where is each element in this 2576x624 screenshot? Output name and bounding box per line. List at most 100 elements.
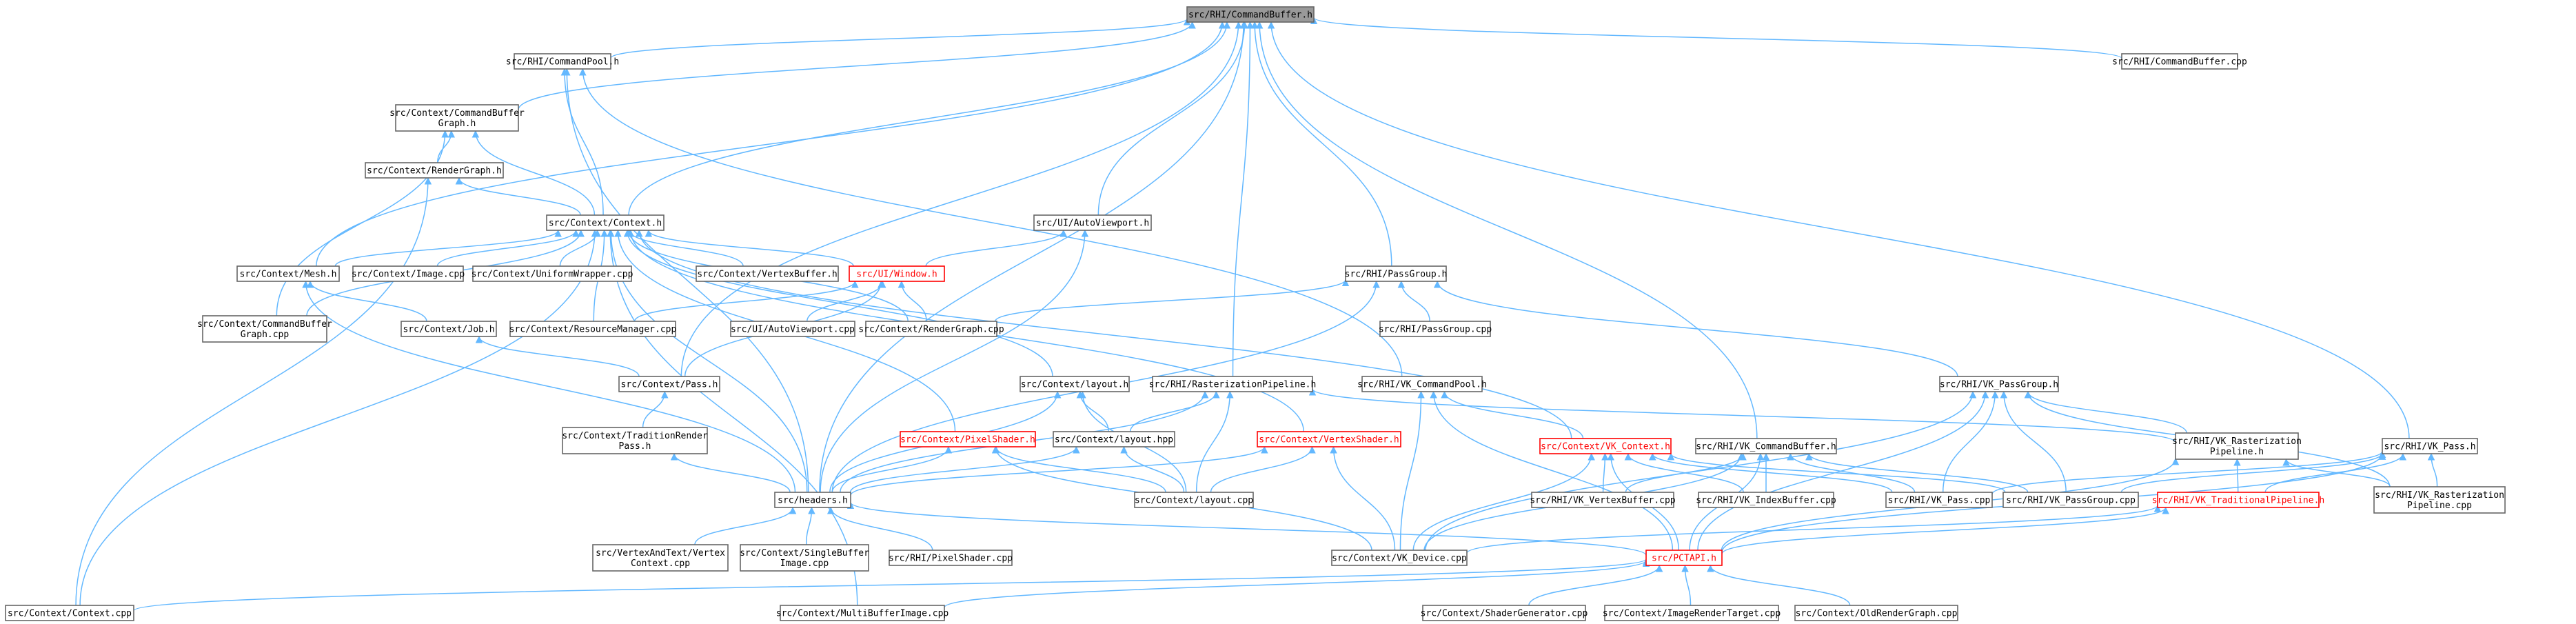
edges bbox=[75, 17, 2438, 612]
file-node-box bbox=[1422, 605, 1586, 621]
file-node-label: src/Context/UniformWrapper.cpp bbox=[471, 270, 633, 280]
file-node-label: src/Context/CommandBuffer bbox=[197, 319, 332, 330]
file-node-label: src/Context/layout.h bbox=[1021, 380, 1129, 390]
file-node[interactable]: src/Context/UniformWrapper.cpp bbox=[471, 265, 633, 282]
file-node-box bbox=[1257, 431, 1401, 447]
file-node-box bbox=[1794, 605, 1958, 621]
include-edge bbox=[316, 21, 1226, 267]
file-node-label: src/Context/ResourceManager.cpp bbox=[509, 325, 677, 335]
file-node[interactable]: src/Context/MultiBufferImage.cpp bbox=[776, 605, 949, 621]
file-node[interactable]: src/RHI/CommandBuffer.cpp bbox=[2112, 53, 2247, 70]
file-node[interactable]: src/Context/Context.h bbox=[546, 214, 665, 231]
file-node-label: src/RHI/VK_Rasterization bbox=[2172, 436, 2302, 447]
file-node-box bbox=[202, 315, 327, 343]
include-edge bbox=[628, 21, 1231, 216]
file-node[interactable]: src/RHI/VK_PassGroup.cpp bbox=[2002, 492, 2139, 508]
file-node-label: src/RHI/VK_CommandPool.h bbox=[1357, 380, 1487, 390]
file-node-label: src/Context/MultiBufferImage.cpp bbox=[776, 609, 949, 619]
file-node[interactable]: src/Context/VK_Device.cpp bbox=[1331, 550, 1468, 566]
file-node[interactable]: src/RHI/VK_CommandPool.h bbox=[1357, 376, 1487, 392]
file-node-label: src/RHI/PixelShader.cpp bbox=[889, 554, 1013, 564]
file-node-label: src/UI/Window.h bbox=[856, 270, 937, 280]
include-edge bbox=[1787, 452, 1916, 493]
file-node[interactable]: src/RHI/VK_Pass.h bbox=[2382, 438, 2478, 454]
include-edge bbox=[994, 279, 1350, 322]
file-node-box bbox=[1053, 431, 1175, 447]
include-edge bbox=[2000, 390, 2067, 493]
file-node-box bbox=[865, 321, 997, 337]
file-node-label: src/RHI/VK_CommandBuffer.h bbox=[1696, 442, 1836, 452]
file-node[interactable]: src/RHI/VK_VertexBuffer.cpp bbox=[1530, 492, 1676, 508]
file-node[interactable]: src/RHI/VK_IndexBuffer.cpp bbox=[1696, 492, 1836, 508]
include-edge bbox=[1399, 390, 1425, 551]
file-node[interactable]: src/RHI/CommandPool.h bbox=[506, 53, 619, 70]
include-edge bbox=[1330, 445, 1396, 551]
file-node-label: src/Context/Image.cpp bbox=[352, 270, 465, 280]
file-node[interactable]: src/Context/layout.hpp bbox=[1053, 431, 1175, 447]
file-node-label: Pipeline.h bbox=[2210, 447, 2264, 457]
file-node-label: src/RHI/VK_Pass.h bbox=[2384, 442, 2475, 452]
include-edge bbox=[807, 280, 886, 322]
include-edge bbox=[1434, 280, 1958, 377]
file-node[interactable]: src/Context/layout.h bbox=[1020, 376, 1130, 392]
file-node[interactable]: src/Context/Mesh.h bbox=[236, 265, 340, 282]
file-node-box bbox=[352, 265, 464, 282]
file-node[interactable]: src/Context/Image.cpp bbox=[352, 265, 465, 282]
include-edge bbox=[306, 280, 427, 322]
file-node[interactable]: src/Context/RenderGraph.cpp bbox=[858, 321, 1004, 337]
file-node[interactable]: src/Context/Job.h bbox=[400, 321, 497, 337]
include-edge bbox=[805, 506, 815, 545]
file-node[interactable]: src/Context/VertexBuffer.h bbox=[696, 265, 839, 282]
file-node[interactable]: src/Context/Context.cpp bbox=[5, 605, 134, 621]
include-edge bbox=[819, 21, 1248, 493]
file-node[interactable]: src/RHI/PassGroup.cpp bbox=[1379, 321, 1492, 337]
file-node-label: src/Context/layout.cpp bbox=[1135, 496, 1253, 506]
file-node[interactable]: src/Context/Pass.h bbox=[618, 376, 720, 392]
file-node[interactable]: src/Context/ShaderGenerator.cpp bbox=[1421, 605, 1588, 621]
file-node[interactable]: src/Context/RenderGraph.h bbox=[365, 162, 504, 179]
file-node[interactable]: src/RHI/VK_TraditionalPipeline.h bbox=[2152, 492, 2324, 508]
file-node-box bbox=[696, 265, 839, 282]
file-node[interactable]: src/RHI/RasterizationPipeline.h bbox=[1149, 376, 1317, 392]
file-node[interactable]: src/UI/AutoViewport.h bbox=[1033, 214, 1152, 231]
file-node[interactable]: src/UI/AutoViewport.cpp bbox=[730, 321, 855, 337]
file-node-label: src/Context/Mesh.h bbox=[240, 270, 337, 280]
file-node-box bbox=[730, 321, 855, 337]
file-node[interactable]: src/PCTAPI.h bbox=[1645, 550, 1723, 566]
file-node[interactable]: src/RHI/PixelShader.cpp bbox=[889, 550, 1013, 566]
file-node[interactable]: src/RHI/CommandBuffer.h bbox=[1186, 6, 1315, 23]
file-node[interactable]: src/Context/VertexShader.h bbox=[1257, 431, 1401, 447]
file-node[interactable]: src/RHI/VK_RasterizationPipeline.h bbox=[2172, 432, 2302, 460]
file-node[interactable]: src/Context/VK_Context.h bbox=[1539, 438, 1672, 454]
file-node-box bbox=[592, 544, 729, 572]
file-node-box bbox=[774, 492, 851, 508]
include-edge bbox=[1397, 280, 1430, 322]
file-node-label: src/Context/PixelShader.h bbox=[900, 435, 1035, 445]
file-node-label: src/RHI/VK_VertexBuffer.cpp bbox=[1530, 496, 1675, 506]
file-node[interactable]: src/Context/PixelShader.h bbox=[900, 431, 1036, 447]
file-node-box bbox=[395, 104, 519, 132]
file-node[interactable]: src/RHI/VK_PassGroup.h bbox=[1939, 376, 2059, 392]
file-node-label: Context.cpp bbox=[631, 558, 690, 569]
file-node[interactable]: src/headers.h bbox=[774, 492, 851, 508]
include-edge bbox=[1412, 452, 1595, 551]
include-edge bbox=[1129, 390, 1220, 432]
file-node[interactable]: src/Context/ImageRenderTarget.cpp bbox=[1603, 605, 1781, 621]
file-node[interactable]: src/Context/layout.cpp bbox=[1134, 492, 1254, 508]
file-node[interactable]: src/RHI/PassGroup.h bbox=[1345, 265, 1448, 282]
file-node-box bbox=[2175, 432, 2299, 460]
file-node[interactable]: src/Context/OldRenderGraph.cpp bbox=[1794, 605, 1958, 621]
file-node-box bbox=[365, 162, 504, 179]
file-node[interactable]: src/RHI/VK_Pass.cpp bbox=[1885, 492, 1993, 508]
include-edge bbox=[826, 506, 933, 551]
file-node[interactable]: src/RHI/VK_CommandBuffer.h bbox=[1695, 438, 1837, 454]
file-node-label: Graph.h bbox=[438, 119, 476, 129]
file-node[interactable]: src/RHI/VK_RasterizationPipeline.cpp bbox=[2373, 486, 2506, 514]
file-node[interactable]: src/UI/Window.h bbox=[849, 265, 945, 282]
file-node[interactable]: src/Context/ResourceManager.cpp bbox=[509, 321, 677, 337]
